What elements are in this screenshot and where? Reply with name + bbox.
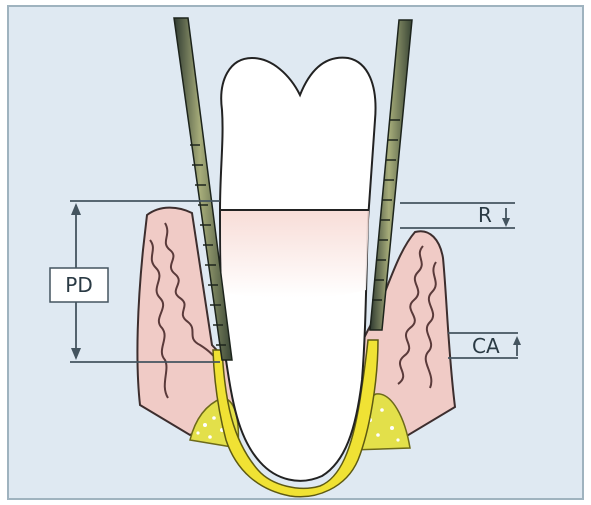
clinical-attachment-label: CA [472, 334, 500, 358]
pd-label: PD [65, 273, 92, 297]
recession-label: R [478, 203, 492, 227]
tooth-cervical-shade [221, 210, 369, 298]
